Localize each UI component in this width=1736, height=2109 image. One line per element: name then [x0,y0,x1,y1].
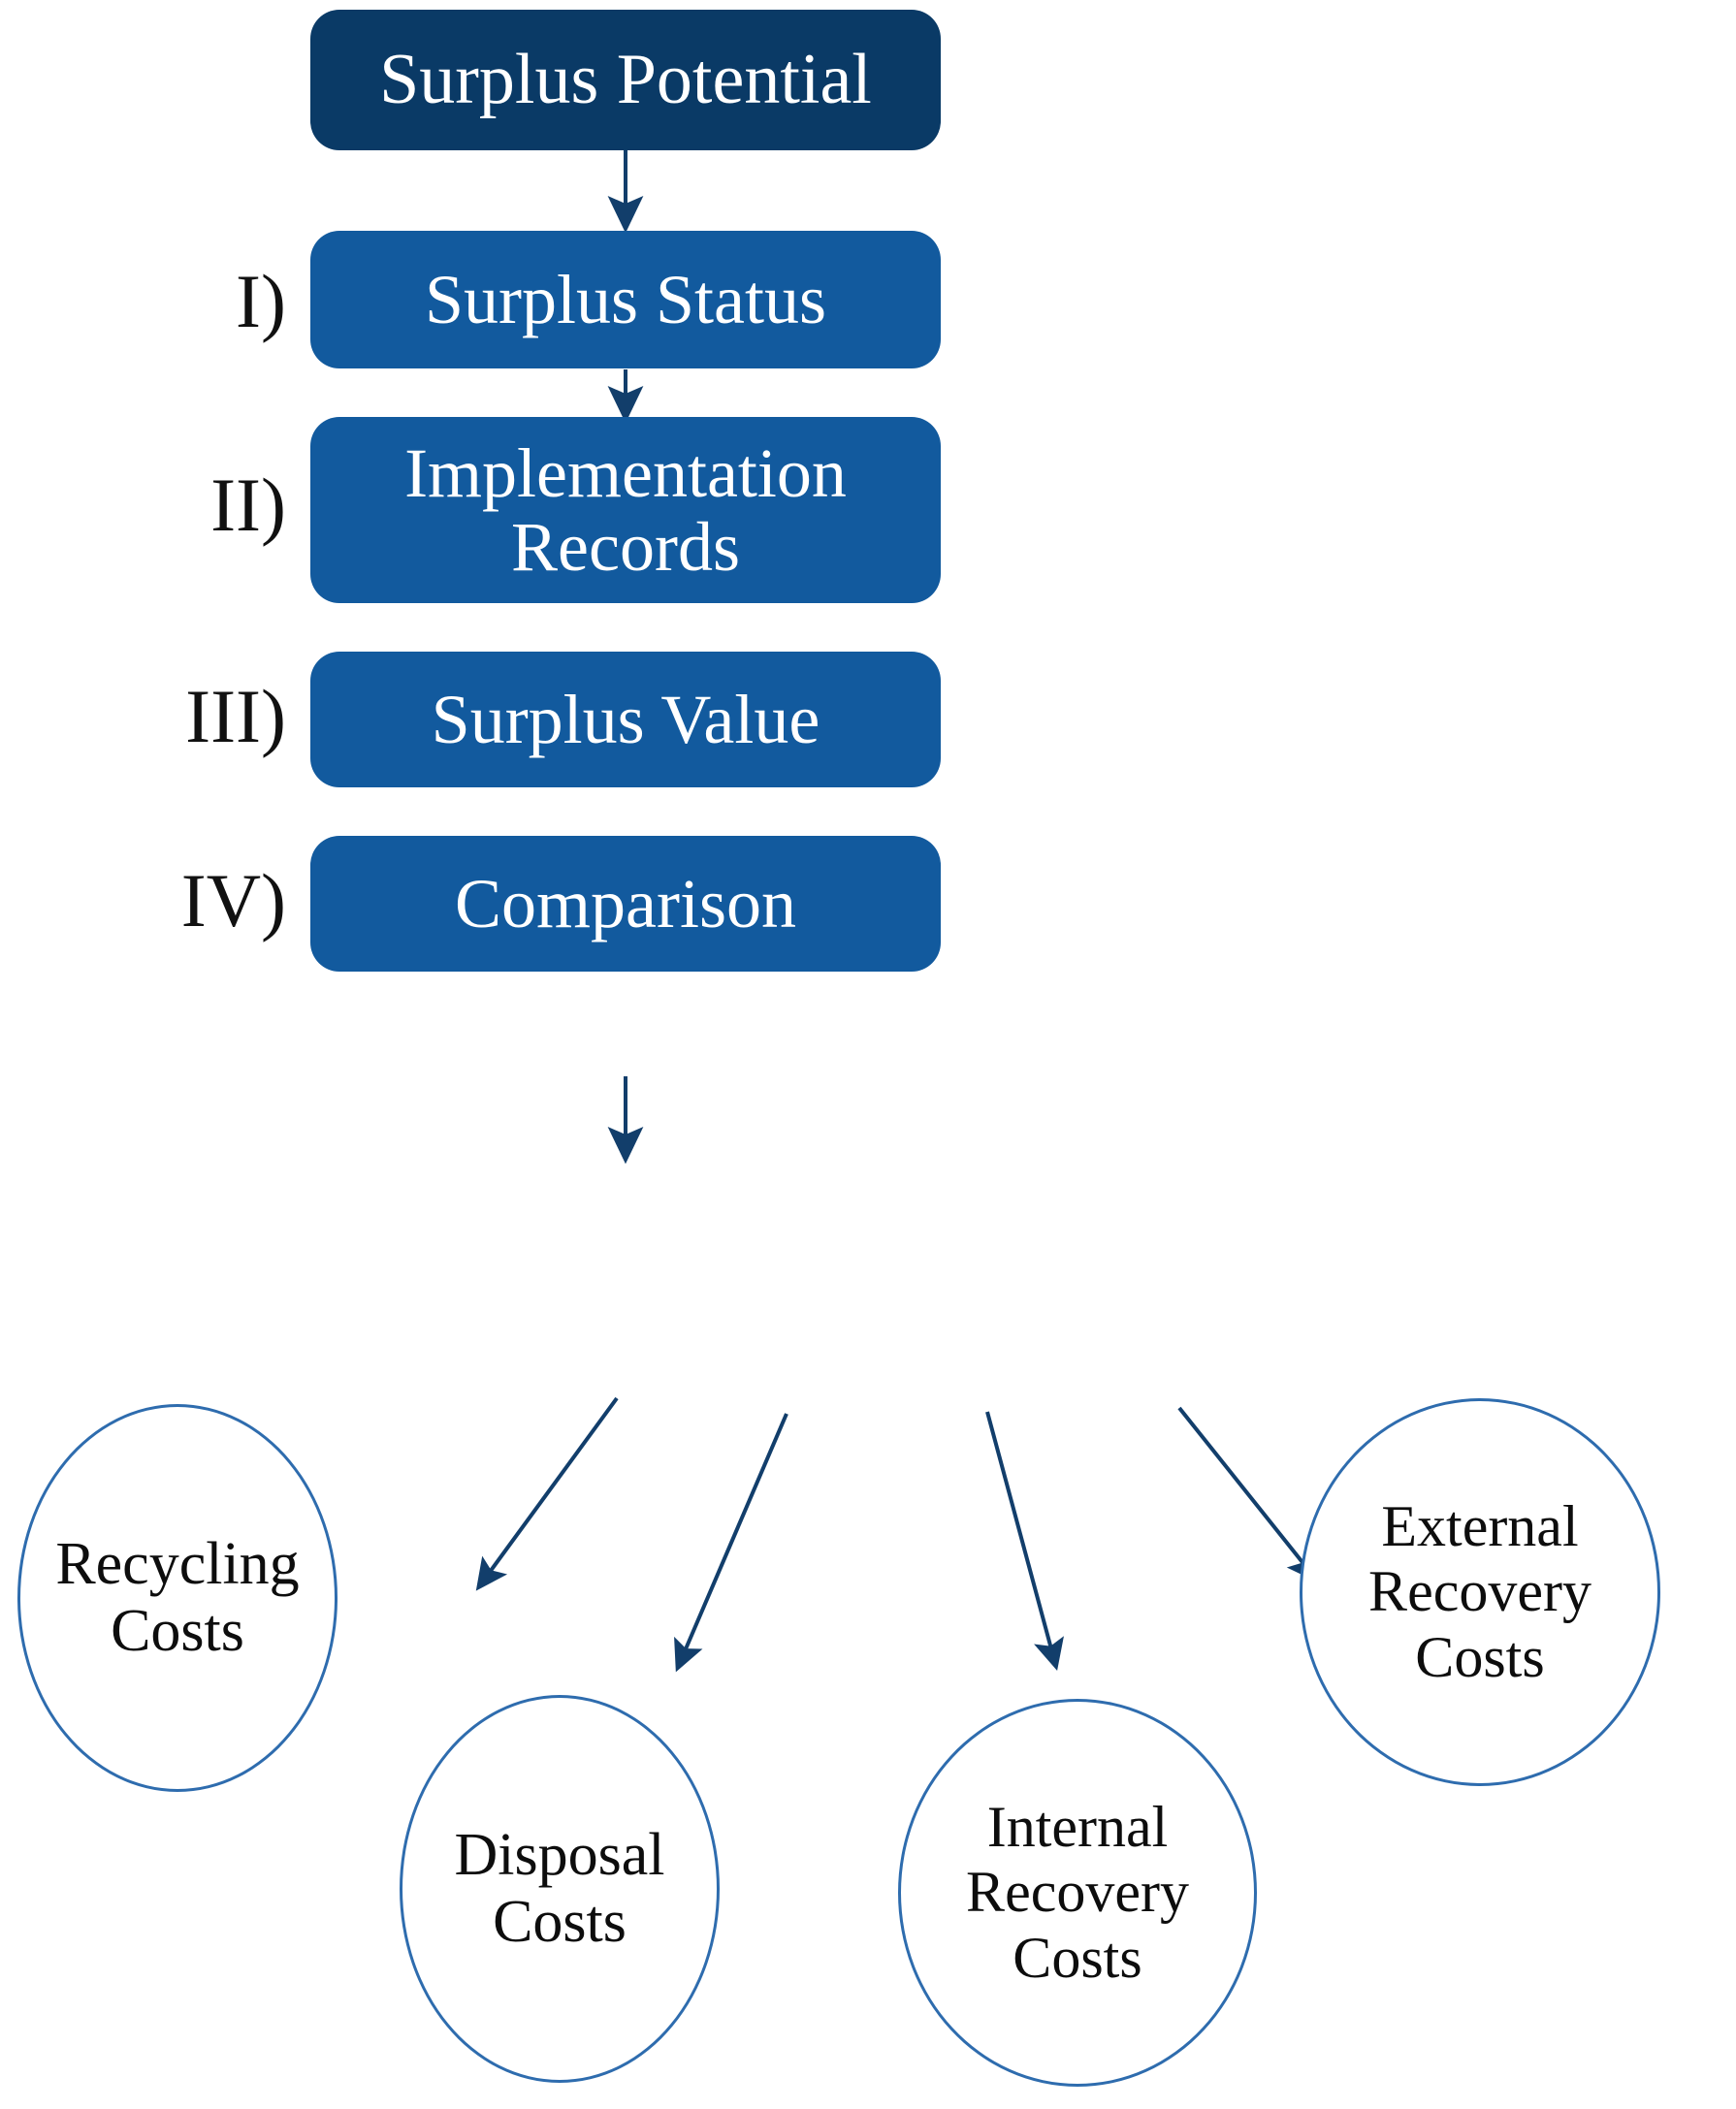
node-comparison[interactable]: Comparison [310,836,941,972]
node-surplus-potential[interactable]: Surplus Potential [310,10,941,150]
stage-numeral-2: II) [210,463,286,547]
node-surplus-potential-label: Surplus Potential [379,40,872,120]
circle-recycling-costs-line2: Costs [111,1598,244,1664]
arrow-comparison-to-recycling [475,1396,619,1591]
node-comparison-label: Comparison [455,864,796,943]
arrow-comparison-to-disposal [674,1413,788,1673]
node-surplus-status-label: Surplus Status [424,260,827,338]
circle-disposal-costs-line1: Disposal [454,1821,665,1888]
circle-internal-recovery-costs-line1: Internal [986,1795,1169,1860]
circle-external-recovery-costs-line2: Recovery [1368,1559,1591,1624]
node-implementation-records[interactable]: Implementation Records [310,417,941,603]
circle-recycling-costs[interactable]: Recycling Costs [17,1404,338,1792]
circle-external-recovery-costs-line1: External [1381,1494,1579,1559]
circle-disposal-costs[interactable]: Disposal Costs [400,1695,720,2083]
node-implementation-records-label-line2: Records [511,508,740,586]
circle-external-recovery-costs-line3: Costs [1415,1624,1545,1689]
circle-recycling-costs-line1: Recycling [55,1530,300,1597]
circle-internal-recovery-costs[interactable]: Internal Recovery Costs [898,1699,1257,2087]
stage-numeral-1: I) [236,259,286,343]
circle-disposal-costs-line2: Costs [493,1889,627,1955]
node-surplus-value-label: Surplus Value [431,680,820,758]
node-implementation-records-label-line1: Implementation [404,433,847,512]
stage-numeral-3: III) [185,674,286,758]
node-surplus-status[interactable]: Surplus Status [310,231,941,368]
node-surplus-value[interactable]: Surplus Value [310,652,941,787]
circle-external-recovery-costs[interactable]: External Recovery Costs [1300,1398,1660,1786]
circle-internal-recovery-costs-line2: Recovery [966,1860,1189,1925]
arrow-comparison-to-internal [985,1411,1064,1672]
stage-numeral-4: IV) [180,858,286,943]
arrow-comparison-to-external [1177,1406,1319,1583]
circle-internal-recovery-costs-line3: Costs [1013,1925,1142,1990]
